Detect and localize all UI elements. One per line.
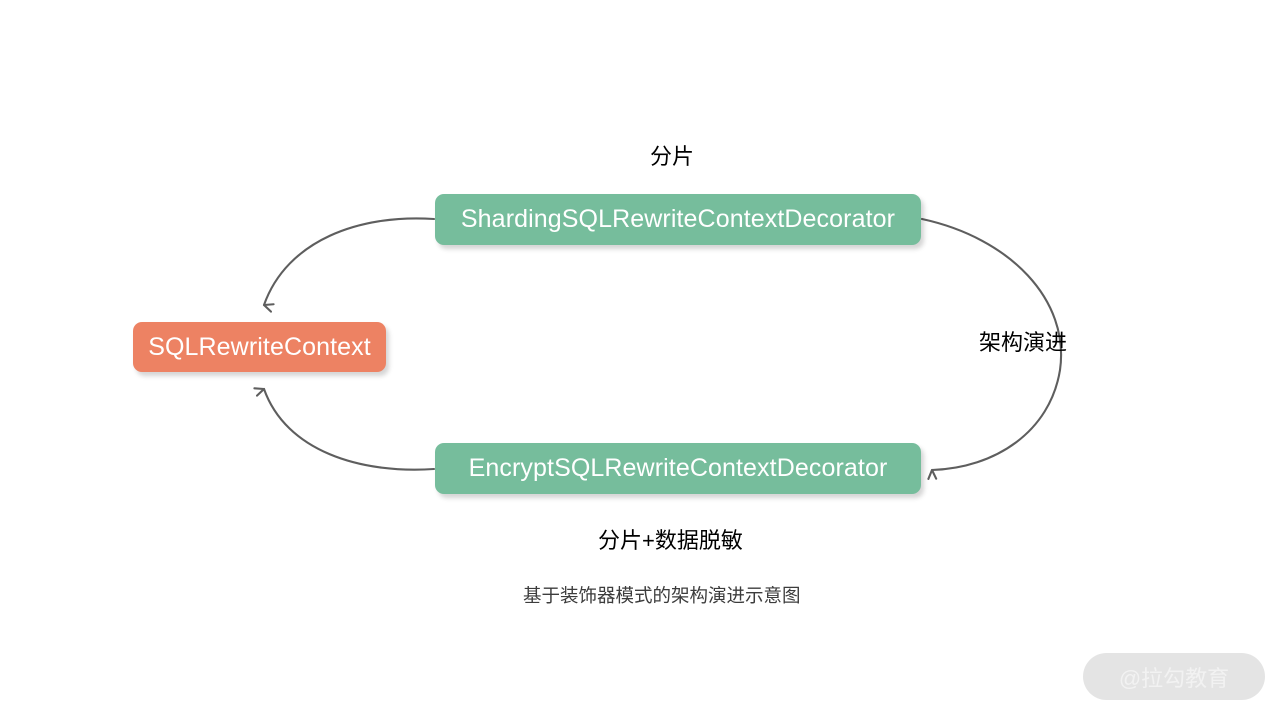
node-encrypt-sql-rewrite-context-decorator[interactable]: EncryptSQLRewriteContextDecorator (435, 443, 921, 494)
edge-label-sharding: 分片 (650, 144, 695, 169)
watermark-badge: @拉勾教育 (1083, 653, 1265, 700)
edge-label-architecture-evolution: 架构演进 (979, 330, 1068, 355)
node-sharding-sql-rewrite-context-decorator[interactable]: ShardingSQLRewriteContextDecorator (435, 194, 921, 245)
edge-sharding-to-context (262, 217, 436, 313)
diagram-caption: 基于装饰器模式的架构演进示意图 (523, 585, 801, 606)
edge-label-sharding-plus-data-masking: 分片+数据脱敏 (598, 528, 743, 553)
edge-encrypt-to-context (253, 387, 436, 471)
node-sql-rewrite-context[interactable]: SQLRewriteContext (133, 322, 386, 372)
